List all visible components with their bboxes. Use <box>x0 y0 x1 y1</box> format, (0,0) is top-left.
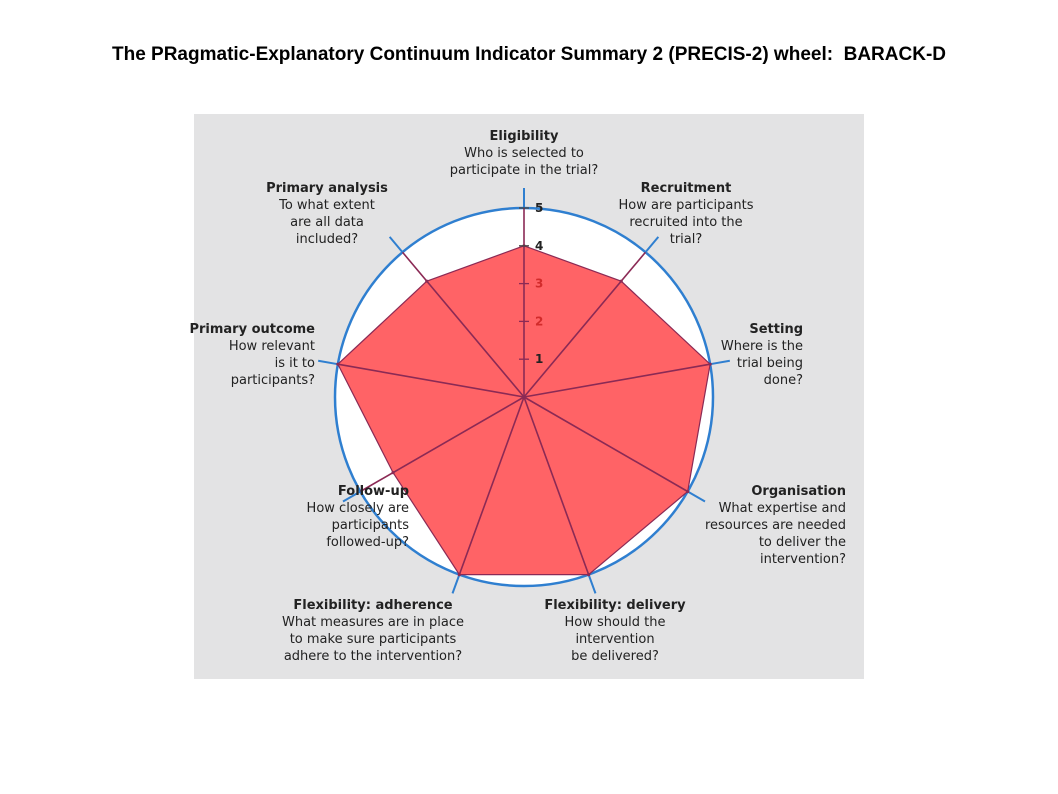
spoke-extension-8 <box>318 359 339 366</box>
slide-title: The PRagmatic-Explanatory Continuum Indi… <box>111 44 946 65</box>
domain-name: Flexibility: delivery <box>544 598 686 613</box>
score-point-2 <box>619 279 623 283</box>
spoke-extension-5 <box>587 574 597 594</box>
precis2-wheel-chart: 1 2 3 4 5 <box>318 188 730 594</box>
tick-label-4: 4 <box>535 239 543 253</box>
spoke-extension-7 <box>342 490 361 503</box>
tick-label-3: 3 <box>535 277 543 291</box>
spoke-5 <box>523 396 590 575</box>
spoke-2 <box>523 251 647 398</box>
domain-question: Who is selected to participate in the tr… <box>449 146 599 178</box>
score-point-8 <box>336 362 340 366</box>
domain-question: How closely are participants followed-up… <box>306 501 409 550</box>
tick-label-2: 2 <box>535 314 543 328</box>
spoke-8 <box>337 363 525 398</box>
domain-name: Flexibility: adherence <box>293 598 453 613</box>
domain-name: Primary analysis <box>266 181 388 196</box>
spoke-4 <box>523 396 689 493</box>
domain-question: How relevant is it to participants? <box>228 339 315 388</box>
score-point-6 <box>457 573 461 577</box>
score-point-9 <box>425 279 429 283</box>
domain-question: How should the intervention be delivered… <box>564 615 666 664</box>
spoke-9 <box>401 251 525 398</box>
spoke-extension-4 <box>687 490 706 503</box>
spoke-extension-6 <box>451 574 461 594</box>
domain-question: What measures are in place to make sure … <box>281 615 464 664</box>
domain-name: Setting <box>749 322 803 337</box>
score-point-4 <box>686 489 690 494</box>
domain-question: To what extent are all data included? <box>279 198 375 247</box>
domain-name: Organisation <box>751 484 846 499</box>
tick-label-5: 5 <box>535 201 543 215</box>
domain-question: Where is the trial being done? <box>720 339 803 388</box>
domain-name: Recruitment <box>640 181 732 196</box>
spoke-6 <box>458 396 525 575</box>
domain-label-primary-analysis: Primary analysis To what extent are all d… <box>227 180 427 248</box>
spoke-7 <box>359 396 525 493</box>
spoke-3 <box>523 363 711 398</box>
spoke-extension-9 <box>388 236 404 253</box>
domain-name: Follow-up <box>337 484 409 499</box>
tick-label-1: 1 <box>535 352 543 366</box>
domain-name: Eligibility <box>489 129 559 144</box>
domain-question: How are participants recruited into the … <box>618 198 754 247</box>
score-point-7 <box>391 471 395 475</box>
domain-name: Primary outcome <box>189 322 315 337</box>
domain-question: What expertise and resources are needed … <box>704 501 846 567</box>
score-point-5 <box>587 573 591 577</box>
score-point-3 <box>708 362 712 366</box>
spoke-extension-3 <box>709 359 730 366</box>
spoke-extension-2 <box>644 236 660 253</box>
score-polygon <box>337 245 711 576</box>
